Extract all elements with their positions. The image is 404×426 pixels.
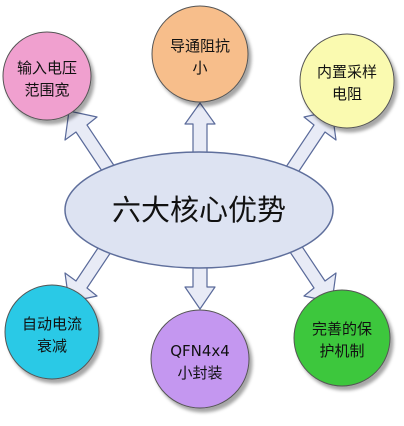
- node-label-input-voltage-line1: 输入电压: [17, 59, 77, 77]
- node-label-input-voltage-line2: 范围宽: [24, 81, 69, 99]
- node-circle-low-resistance: [151, 5, 249, 103]
- node-sense-resistor: 内置采样 电阻: [299, 33, 395, 129]
- node-label-protection-line1: 完善的保: [312, 320, 372, 338]
- connector-arrows: [64, 102, 337, 310]
- central-ellipse: [64, 151, 334, 269]
- node-label-protection-line2: 护机制: [319, 342, 364, 360]
- central-ellipse-group: 六大核心优势: [64, 151, 334, 269]
- node-label-package-line2: 小封装: [177, 364, 222, 382]
- node-low-resistance: 导通阻抗 小: [151, 5, 249, 103]
- node-label-current-foldback-line2: 衰减: [37, 337, 67, 355]
- node-label-current-foldback-line1: 自动电流: [22, 315, 82, 333]
- central-label: 六大核心优势: [112, 193, 286, 227]
- node-circle-package: [150, 309, 250, 409]
- node-package: QFN4x4 小封装: [150, 309, 250, 409]
- node-protection: 完善的保 护机制: [293, 289, 391, 387]
- node-label-sense-resistor-line1: 内置采样: [317, 63, 377, 81]
- node-circle-input-voltage: [2, 31, 92, 121]
- node-label-sense-resistor-line2: 电阻: [332, 85, 362, 103]
- node-label-package-line1: QFN4x4: [170, 342, 230, 360]
- node-current-foldback: 自动电流 衰减: [4, 284, 100, 380]
- node-input-voltage: 输入电压 范围宽: [2, 31, 92, 121]
- node-label-low-resistance-line1: 导通阻抗: [170, 37, 230, 55]
- node-circle-current-foldback: [4, 284, 100, 380]
- node-circle-sense-resistor: [299, 33, 395, 129]
- node-circle-protection: [293, 289, 391, 387]
- node-label-low-resistance-line2: 小: [192, 59, 207, 77]
- arrow-to-low-resistance: [184, 102, 216, 158]
- arrow-to-input-voltage: [64, 110, 116, 175]
